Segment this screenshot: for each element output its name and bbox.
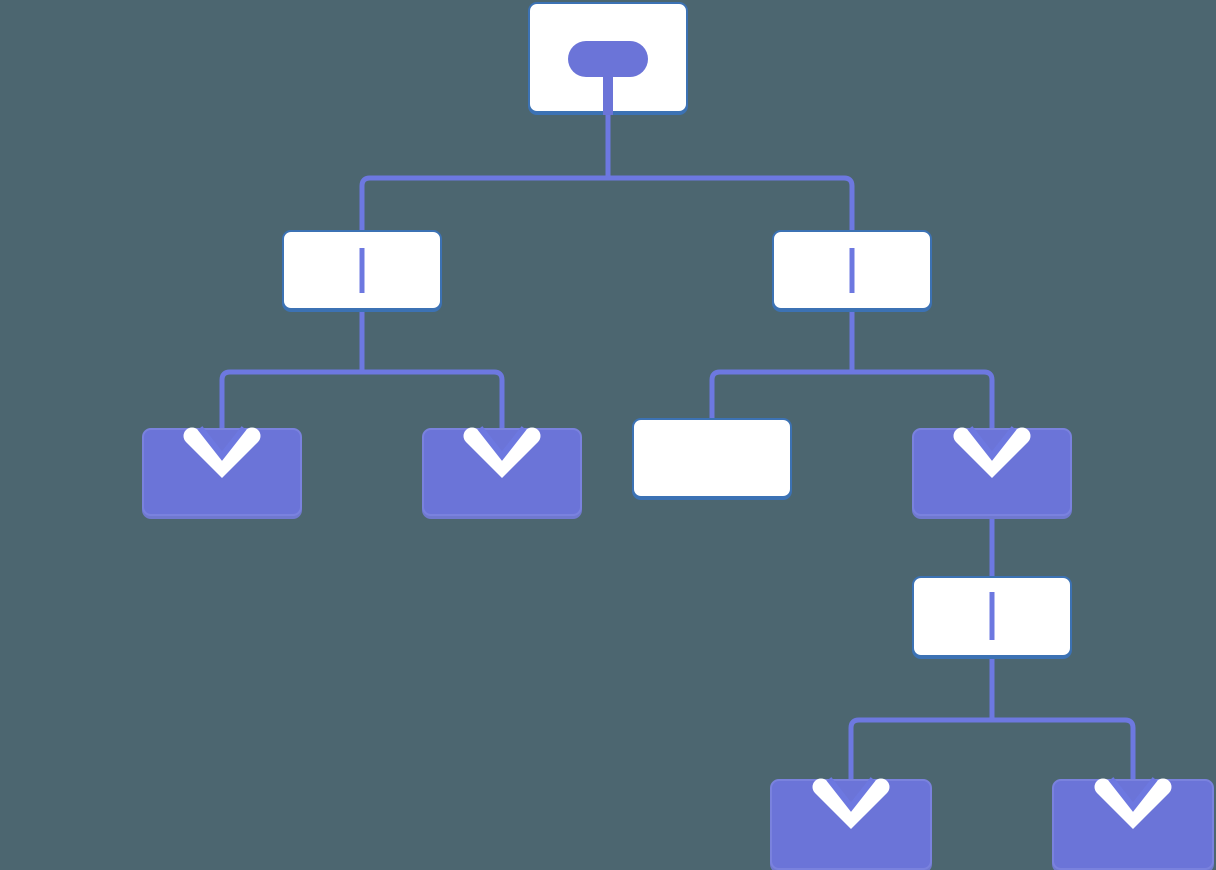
level2-left-node[interactable] — [282, 230, 442, 310]
level3-node-d[interactable] — [912, 428, 1072, 516]
level3-node-b[interactable] — [422, 428, 582, 516]
level4-node[interactable] — [912, 576, 1072, 657]
level3-node-c[interactable] — [632, 418, 792, 498]
root-node[interactable] — [528, 2, 688, 113]
level5-right-node[interactable] — [1052, 779, 1214, 870]
level2-right-node[interactable] — [772, 230, 932, 310]
level5-left-node[interactable] — [770, 779, 932, 870]
level3-node-a[interactable] — [142, 428, 302, 516]
